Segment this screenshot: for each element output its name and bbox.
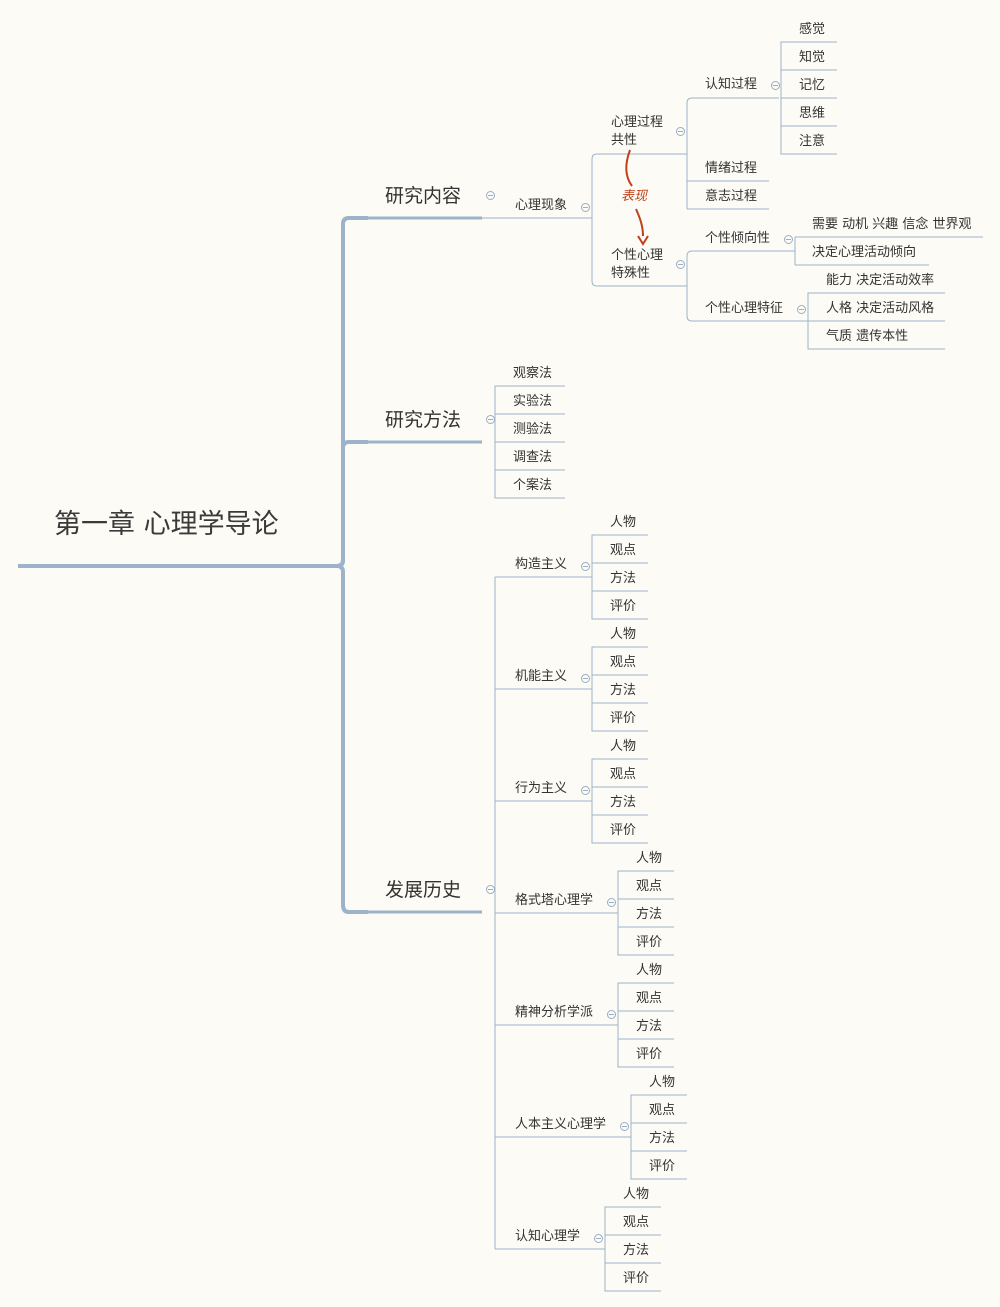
method-item[interactable]: 调查法 <box>513 450 553 465</box>
school-toggle-icon[interactable] <box>581 562 590 571</box>
relation-arrow <box>625 149 633 187</box>
school-node[interactable]: 机能主义 <box>515 669 568 684</box>
root-branch-connector <box>333 216 368 568</box>
school-toggle-icon[interactable] <box>607 898 616 907</box>
mental-process-toggle-icon[interactable] <box>676 127 685 136</box>
tendency-item[interactable]: 决定心理活动倾向 <box>812 245 917 260</box>
traits-item[interactable]: 能力 决定活动效率 <box>826 273 935 288</box>
school-toggle-icon[interactable] <box>581 674 590 683</box>
cognitive-item[interactable]: 知觉 <box>799 50 826 65</box>
topic-history[interactable]: 发展历史 <box>385 879 462 901</box>
school-aspect-item[interactable]: 评价 <box>610 599 637 614</box>
school-aspect-item[interactable]: 观点 <box>649 1103 676 1118</box>
school-toggle-icon[interactable] <box>581 786 590 795</box>
school-aspect-item[interactable]: 方法 <box>610 683 637 698</box>
cognitive-item[interactable]: 注意 <box>799 134 826 149</box>
cognitive-item[interactable]: 感觉 <box>799 22 826 37</box>
school-aspect-item[interactable]: 评价 <box>610 711 637 726</box>
tendency-item[interactable]: 需要 动机 兴趣 信念 世界观 <box>812 217 972 232</box>
school-aspect-item[interactable]: 人物 <box>636 963 663 978</box>
school-aspect-item[interactable]: 观点 <box>610 543 637 558</box>
school-aspect-item[interactable]: 评价 <box>623 1271 650 1286</box>
school-aspect-item[interactable]: 评价 <box>649 1159 676 1174</box>
school-toggle-icon[interactable] <box>607 1010 616 1019</box>
relation-arrow <box>635 208 644 237</box>
traits-item[interactable]: 人格 决定活动风格 <box>826 301 935 316</box>
topic-research-methods[interactable]: 研究方法 <box>385 409 462 431</box>
personality-connector <box>686 286 808 322</box>
school-aspect-item[interactable]: 人物 <box>623 1187 650 1202</box>
school-node[interactable]: 人本主义心理学 <box>515 1117 607 1132</box>
school-node[interactable]: 构造主义 <box>515 557 568 572</box>
traits-toggle-icon[interactable] <box>797 305 806 314</box>
school-node[interactable]: 格式塔心理学 <box>515 893 594 908</box>
method-item[interactable]: 观察法 <box>513 366 553 381</box>
school-aspect-item[interactable]: 方法 <box>636 1019 663 1034</box>
root-branch-connector <box>336 564 368 914</box>
school-aspect-item[interactable]: 人物 <box>649 1075 676 1090</box>
school-aspect-item[interactable]: 评价 <box>636 1047 663 1062</box>
traits-item[interactable]: 气质 遗传本性 <box>826 329 909 344</box>
node-cognitive[interactable]: 认知过程 <box>705 77 758 92</box>
school-aspect-item[interactable]: 方法 <box>610 571 637 586</box>
phenomena-toggle-icon[interactable] <box>581 203 590 212</box>
topic-history-toggle-icon[interactable] <box>486 885 495 894</box>
personality-connector <box>686 250 795 286</box>
node-personality[interactable]: 个性心理特殊性 <box>611 248 664 281</box>
school-aspect-item[interactable]: 方法 <box>623 1243 650 1258</box>
node-mental-process[interactable]: 心理过程共性 <box>611 115 664 148</box>
school-aspect-item[interactable]: 评价 <box>610 823 637 838</box>
node-traits[interactable]: 个性心理特征 <box>705 301 784 316</box>
cognitive-item[interactable]: 思维 <box>799 106 826 121</box>
method-item[interactable]: 测验法 <box>513 422 553 437</box>
phenomena-connector <box>591 218 687 287</box>
process-connector <box>686 97 779 154</box>
relation-label[interactable]: 表现 <box>621 189 648 204</box>
node-tendency[interactable]: 个性倾向性 <box>705 231 771 246</box>
topic-research-content[interactable]: 研究内容 <box>385 185 462 207</box>
school-aspect-item[interactable]: 人物 <box>610 627 637 642</box>
school-aspect-item[interactable]: 方法 <box>610 795 637 810</box>
tendency-toggle-icon[interactable] <box>784 235 793 244</box>
node-will[interactable]: 意志过程 <box>705 189 758 204</box>
school-node[interactable]: 认知心理学 <box>515 1229 581 1244</box>
school-aspect-item[interactable]: 观点 <box>636 991 663 1006</box>
school-toggle-icon[interactable] <box>594 1234 603 1243</box>
cognitive-toggle-icon[interactable] <box>771 81 780 90</box>
school-toggle-icon[interactable] <box>620 1122 629 1131</box>
method-item[interactable]: 个案法 <box>513 478 553 493</box>
school-node[interactable]: 精神分析学派 <box>515 1005 594 1020</box>
node-emotion[interactable]: 情绪过程 <box>705 161 758 176</box>
personality-toggle-icon[interactable] <box>676 260 685 269</box>
school-aspect-item[interactable]: 人物 <box>610 739 637 754</box>
root-topic[interactable]: 第一章 心理学导论 <box>54 509 279 540</box>
school-aspect-item[interactable]: 观点 <box>610 767 637 782</box>
node-phenomena[interactable]: 心理现象 <box>515 198 568 213</box>
phenomena-connector <box>591 153 687 218</box>
school-aspect-item[interactable]: 人物 <box>636 851 663 866</box>
root-branch-connector <box>336 440 368 568</box>
school-aspect-item[interactable]: 观点 <box>623 1215 650 1230</box>
school-node[interactable]: 行为主义 <box>515 781 568 796</box>
topic-research-content-toggle-icon[interactable] <box>486 191 495 200</box>
school-aspect-item[interactable]: 人物 <box>610 515 637 530</box>
school-aspect-item[interactable]: 方法 <box>636 907 663 922</box>
method-item[interactable]: 实验法 <box>513 394 553 409</box>
cognitive-item[interactable]: 记忆 <box>799 78 826 93</box>
school-aspect-item[interactable]: 评价 <box>636 935 663 950</box>
topic-research-methods-toggle-icon[interactable] <box>486 415 495 424</box>
school-aspect-item[interactable]: 观点 <box>636 879 663 894</box>
relation-arrow-head <box>637 235 649 246</box>
school-aspect-item[interactable]: 方法 <box>649 1131 676 1146</box>
school-aspect-item[interactable]: 观点 <box>610 655 637 670</box>
